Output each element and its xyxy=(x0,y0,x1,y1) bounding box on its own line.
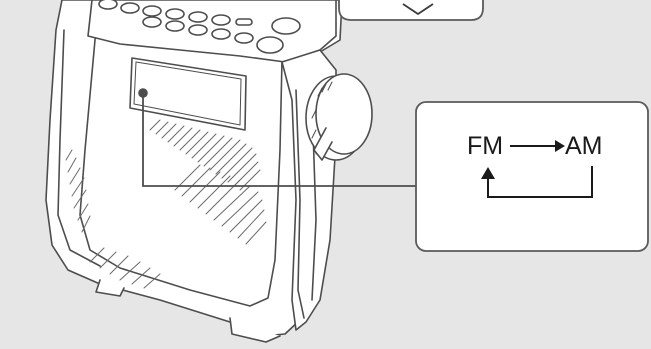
speaker-grille xyxy=(149,119,267,245)
top-buttons-row-1 xyxy=(98,0,301,35)
button-icon xyxy=(120,2,140,14)
band-label-am: AM xyxy=(565,132,603,160)
top-callout-panel xyxy=(338,0,484,21)
button-icon xyxy=(188,11,208,23)
tuning-knob-pointer xyxy=(313,127,333,161)
tuning-knob-ridges xyxy=(311,81,333,155)
display-window xyxy=(129,57,247,131)
radio-front-bevel xyxy=(57,29,101,267)
band-callout: FM AM xyxy=(415,101,649,252)
tuning-knob-face xyxy=(315,73,373,155)
button-icon xyxy=(188,24,208,36)
button-icon xyxy=(142,5,162,17)
button-icon xyxy=(211,14,231,26)
button-icon xyxy=(165,20,185,32)
tuning-knob xyxy=(305,73,373,161)
button-icon xyxy=(234,32,254,44)
up-arrow-icon xyxy=(481,167,495,179)
button-icon xyxy=(211,28,231,40)
radio-foot xyxy=(95,279,281,343)
top-buttons-row-2 xyxy=(142,16,284,54)
button-icon xyxy=(235,18,253,26)
callout-leader-line xyxy=(142,93,416,187)
display-window-inner xyxy=(133,61,242,126)
band-callout-box xyxy=(415,101,649,252)
button-icon xyxy=(142,16,162,28)
chevron-down-icon xyxy=(402,3,434,15)
band-label-fm: FM xyxy=(467,132,503,160)
return-loop-line xyxy=(487,166,593,198)
large-button-icon xyxy=(256,36,284,54)
large-button-icon xyxy=(271,17,301,35)
button-icon xyxy=(165,8,185,20)
right-arrow-icon xyxy=(555,140,565,152)
side-hatching xyxy=(65,149,161,289)
button-icon xyxy=(98,0,118,10)
radio-illustration xyxy=(45,0,373,343)
